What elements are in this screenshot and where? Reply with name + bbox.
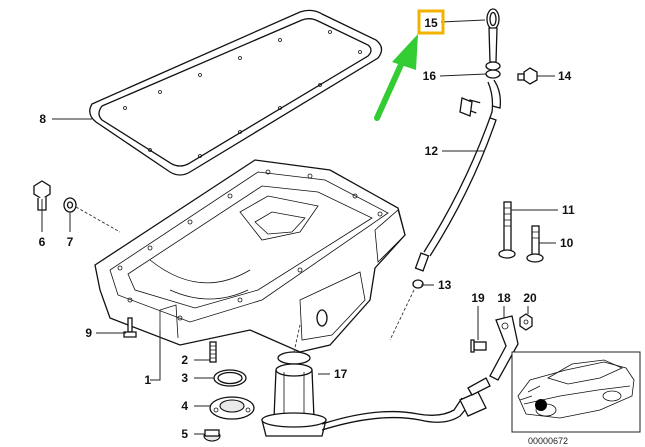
callout-20: 20 xyxy=(523,291,537,305)
bolt-11[interactable] xyxy=(498,201,516,259)
callout-labels: 1 2 3 4 5 6 7 8 9 10 11 12 13 14 15 16 1… xyxy=(39,16,575,441)
callout-10: 10 xyxy=(560,236,574,250)
callout-5: 5 xyxy=(181,427,188,441)
callout-12: 12 xyxy=(425,144,439,158)
oil-pan[interactable] xyxy=(94,159,406,353)
leader-lines xyxy=(41,19,558,435)
callout-1: 1 xyxy=(144,373,151,387)
bracket-18[interactable] xyxy=(489,315,519,381)
stud-2[interactable] xyxy=(209,341,217,363)
oil-level-sensor[interactable] xyxy=(261,351,327,437)
callout-14: 14 xyxy=(558,69,572,83)
dipstick-guide-tube[interactable] xyxy=(414,79,502,272)
location-marker xyxy=(535,399,547,411)
bolt-14[interactable] xyxy=(517,67,538,85)
callout-15: 15 xyxy=(424,16,438,30)
tube-seal-13[interactable] xyxy=(412,279,424,289)
sensor-wire xyxy=(321,377,491,431)
oil-pan-gasket[interactable] xyxy=(89,9,383,176)
nut-5[interactable] xyxy=(203,429,221,442)
pan-bolt-9[interactable] xyxy=(123,317,137,338)
callout-17: 17 xyxy=(334,367,348,381)
cover-4[interactable] xyxy=(209,396,255,420)
callout-16: 16 xyxy=(423,69,437,83)
callout-9: 9 xyxy=(85,326,92,340)
bolt-19[interactable] xyxy=(470,339,487,353)
callout-13: 13 xyxy=(438,278,452,292)
callout-4: 4 xyxy=(181,399,188,413)
drain-plug-washer[interactable] xyxy=(63,197,77,213)
dipstick-15[interactable] xyxy=(486,8,500,63)
highlight-box xyxy=(417,9,445,35)
callout-8: 8 xyxy=(39,112,46,126)
callout-3: 3 xyxy=(181,371,188,385)
nut-20[interactable] xyxy=(519,313,533,331)
callout-18: 18 xyxy=(497,291,511,305)
callout-19: 19 xyxy=(471,291,485,305)
callout-7: 7 xyxy=(67,235,74,249)
callout-6: 6 xyxy=(39,235,46,249)
o-ring-3[interactable] xyxy=(213,369,247,387)
callout-2: 2 xyxy=(181,353,188,367)
bolt-10[interactable] xyxy=(526,225,544,263)
inset-code: 00000672 xyxy=(528,436,568,446)
seal-16[interactable] xyxy=(485,61,501,79)
vehicle-location-inset: 00000672 xyxy=(511,351,641,446)
callout-11: 11 xyxy=(562,203,575,217)
highlight-arrow xyxy=(374,34,418,121)
